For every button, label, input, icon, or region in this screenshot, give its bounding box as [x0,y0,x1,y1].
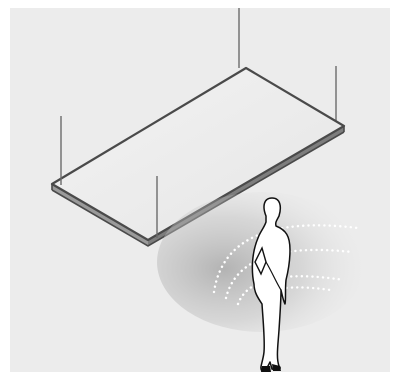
wave-outer [212,224,360,294]
suspension-wires-front [60,116,158,238]
person-arm-diamond [254,246,267,276]
person-shoe-right [272,364,281,371]
person-arm-line [265,261,282,291]
panel-bottom-edge [51,131,345,247]
standing-person-icon [251,197,291,372]
person-silhouette [251,197,291,372]
panel-side-front [52,184,148,246]
suspension-wires-back [238,8,337,126]
person-shoe-left [261,366,271,372]
